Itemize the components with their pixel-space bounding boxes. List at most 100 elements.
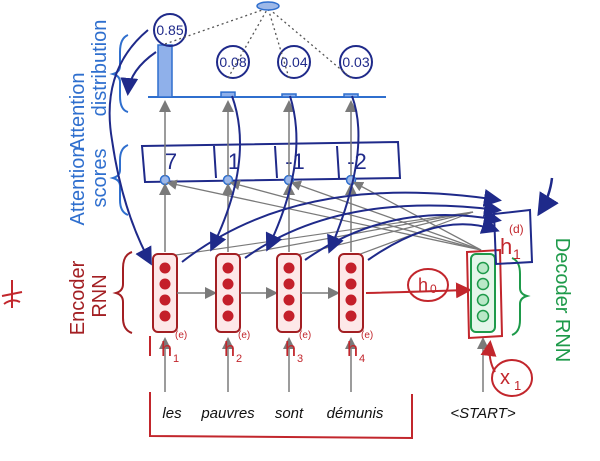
encoder-neuron (345, 310, 357, 322)
decoder-neuron (476, 277, 490, 291)
score-divider (336, 145, 340, 179)
encoder-neuron (283, 278, 295, 290)
x1-arrow (480, 340, 497, 373)
source-words-box (149, 392, 413, 440)
weight-arrow (120, 51, 157, 96)
distribution-brace (109, 34, 129, 113)
decoder-to-score-line (166, 179, 482, 251)
encoder-brace (112, 251, 133, 334)
distribution-value: 0.85 (156, 22, 183, 38)
decoder-text: Decoder RNN (551, 238, 573, 362)
scores-box (140, 140, 402, 184)
pen-arrow (537, 177, 559, 217)
encoder-state-base: h (161, 339, 172, 361)
encoder-label: Encoder RNN (67, 251, 133, 335)
context-fan-line (267, 7, 352, 79)
h0-sub: 0 (430, 282, 437, 296)
encoder-state-sub: 3 (297, 353, 303, 365)
source-word: démunis (327, 405, 384, 422)
encoder-neuron (345, 262, 357, 274)
encoder-neuron (345, 294, 357, 306)
encoder-line1: Encoder (67, 260, 89, 335)
score-divider (274, 145, 278, 179)
weight-arrow (327, 95, 360, 254)
x1-sub: 1 (514, 378, 521, 393)
x1-circle (491, 359, 533, 397)
encoder-cell-box (338, 253, 364, 333)
context-node (256, 1, 280, 11)
score-dot (222, 174, 234, 186)
encoder-to-decoder-arrow (181, 189, 502, 263)
encoder-neuron (345, 278, 357, 290)
encoder-neuron (222, 294, 234, 306)
value-circle (216, 45, 250, 79)
final-state-arrow (365, 282, 472, 299)
encoder-to-decoder-arrow (367, 216, 500, 261)
decoder-cell (470, 253, 496, 333)
decoder-state-box (492, 208, 534, 266)
decoder-brace (511, 257, 531, 336)
encoder-neuron (159, 294, 171, 306)
encoder-state-sup: (e) (175, 330, 187, 341)
encoder-neuron (283, 294, 295, 306)
source-word: les (162, 405, 182, 422)
distribution-bar (157, 44, 173, 98)
encoder-state-sup: (e) (361, 330, 373, 341)
decoder-to-score-line (229, 180, 482, 251)
decoder-label: Decoder RNN (511, 238, 573, 362)
attention-distribution-line2: distribution (89, 20, 111, 117)
encoder-to-decoder-arrow (304, 208, 502, 261)
attention-scores-line2: scores (89, 149, 111, 208)
encoder-neuron (159, 262, 171, 274)
decoder-neuron (476, 261, 490, 275)
attention-distribution-label: Attention distribution (67, 20, 129, 152)
attention-scores-line1: Attention (67, 147, 89, 226)
encoder-to-decoder-arrow (244, 199, 502, 259)
decoder-pen-outline (465, 248, 504, 340)
h0-base: h (418, 275, 428, 295)
source-word: pauvres (200, 405, 255, 422)
encoder-cell (152, 253, 178, 333)
distribution-value: 0.03 (342, 54, 369, 70)
encoder-neuron (159, 310, 171, 322)
source-word: sont (275, 405, 304, 422)
encoder-cell (338, 253, 364, 333)
attention-scores-label: Attention scores (67, 144, 129, 226)
weight-arrow (265, 95, 298, 252)
encoder-neuron (222, 262, 234, 274)
context-fan-line (267, 7, 290, 79)
decoder-state-base: h (500, 234, 512, 259)
weight-arrow (108, 29, 152, 266)
encoder-line2: RNN (89, 274, 111, 317)
attention-score: 1 (228, 149, 240, 174)
encoder-state-base: h (224, 339, 235, 361)
decoder-state-sup: (d) (509, 222, 524, 236)
scores-brace (109, 144, 129, 216)
context-fan-line (164, 7, 269, 45)
encoder-neuron (283, 310, 295, 322)
attention-distribution-line1: Attention (67, 73, 89, 152)
attention-score: 7 (165, 149, 177, 174)
encoder-neuron (159, 278, 171, 290)
encoder-state-sub: 1 (173, 353, 179, 365)
encoder-state-sub: 2 (236, 353, 242, 365)
decoder-cell-box (470, 253, 496, 333)
encoder-cell (276, 253, 302, 333)
pen-mark (1, 280, 23, 308)
score-dot (159, 174, 171, 186)
decoder-neuron (476, 309, 490, 323)
encoder-state-base: h (285, 339, 296, 361)
weight-arrow (210, 95, 241, 252)
decoder-neuron (476, 293, 490, 307)
encoder-cell (215, 253, 241, 333)
